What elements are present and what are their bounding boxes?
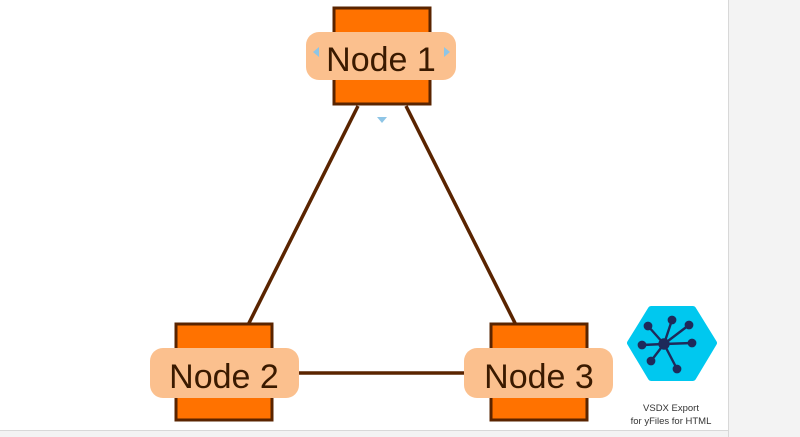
logo-caption-line1: VSDX Export [643,403,699,414]
horizontal-scrollbar[interactable] [0,430,728,437]
node-1-label: Node 1 [326,41,436,79]
node-2-label: Node 2 [169,358,279,396]
diagram-canvas[interactable]: Node 1 Node 2 Node 3 [0,0,728,430]
side-panel [728,0,800,437]
node-3-label: Node 3 [484,358,594,396]
resize-handle-left-icon[interactable] [313,47,319,57]
resize-handle-bottom-icon[interactable] [377,117,387,123]
node-1-label-bg [306,32,456,80]
logo-caption-line2: for yFiles for HTML [631,416,712,427]
node-3[interactable]: Node 3 [464,322,613,422]
node-2-label-bg [150,348,299,398]
edge-node1-node3[interactable] [404,105,518,326]
node-3-label-bg [464,348,613,398]
node-1[interactable]: Node 1 [306,6,456,123]
vsdx-export-logo: VSDX Export for yFiles for HTML [627,306,717,427]
node-2[interactable]: Node 2 [150,322,299,422]
resize-handle-right-icon[interactable] [444,47,450,57]
edge-node1-node2[interactable] [246,105,360,326]
graph-svg: Node 1 Node 2 Node 3 [150,6,717,427]
